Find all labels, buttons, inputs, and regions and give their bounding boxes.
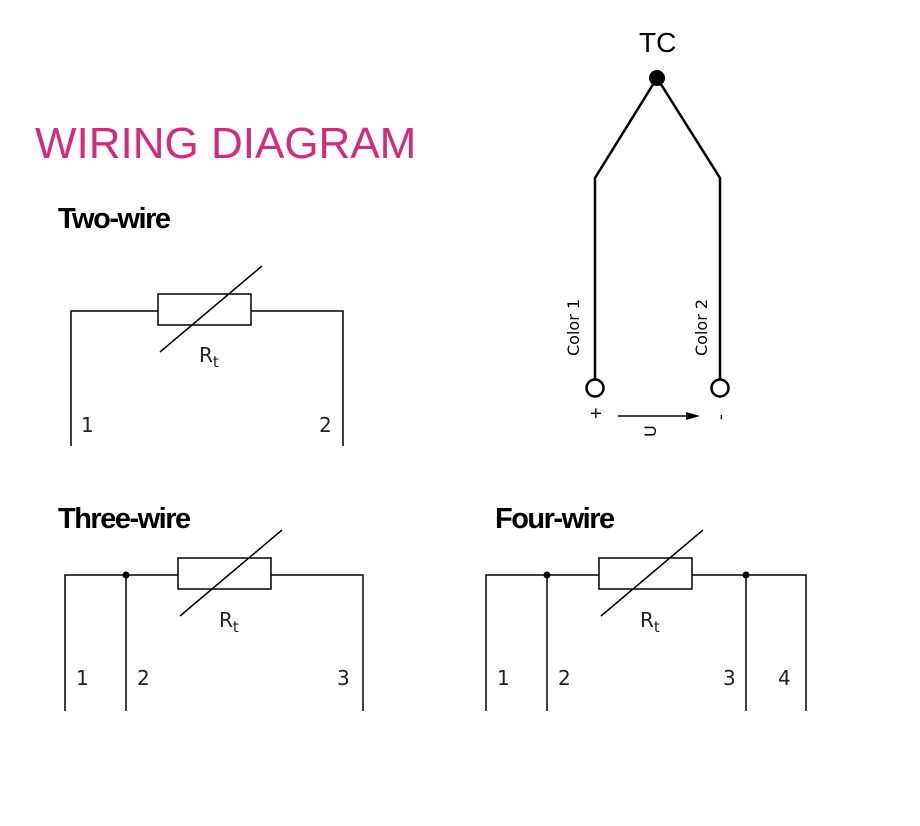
- two-wire-diagram: Two-wire Rt 1 2: [58, 203, 344, 446]
- wire: [251, 310, 344, 446]
- wire-color-2-label: Color 2: [692, 299, 711, 356]
- variable-arrow: [159, 265, 263, 353]
- terminal-label: 1: [81, 413, 94, 437]
- wire: [271, 574, 364, 711]
- junction-dot: [543, 571, 551, 579]
- terminal-minus: [710, 378, 730, 398]
- resistor-label: Rt: [219, 608, 239, 636]
- resistor-label: Rt: [640, 608, 660, 636]
- variable-arrow: [179, 529, 283, 617]
- minus-sign: -: [711, 414, 730, 420]
- terminal-label: 2: [137, 666, 150, 690]
- resistor: [157, 293, 252, 326]
- tc-label: TC: [639, 27, 676, 58]
- wire: [692, 574, 807, 711]
- resistor-label: Rt: [199, 343, 219, 371]
- terminal-label: 3: [723, 666, 736, 690]
- two-wire-heading: Two-wire: [58, 203, 171, 235]
- terminal-label: 1: [76, 666, 89, 690]
- three-wire-diagram: Three-wire Rt 1 2 3: [58, 503, 364, 711]
- page-title: WIRING DIAGRAM: [35, 119, 416, 168]
- terminal-label: 2: [319, 413, 332, 437]
- plus-sign: +: [586, 407, 605, 420]
- three-wire-heading: Three-wire: [58, 503, 191, 535]
- junction-dot: [122, 571, 130, 579]
- variable-arrow: [600, 529, 704, 617]
- resistor: [177, 557, 272, 590]
- terminal-label: 4: [778, 666, 791, 690]
- wire: [70, 310, 158, 446]
- terminal-label: 1: [497, 666, 510, 690]
- voltage-label: U: [641, 425, 660, 437]
- resistor: [598, 557, 693, 590]
- terminal-label: 2: [558, 666, 571, 690]
- thermocouple-diagram: TC Color 1 Color 2 + - U: [564, 27, 730, 437]
- terminal-label: 3: [337, 666, 350, 690]
- arrow-head-icon: [686, 412, 700, 420]
- wire: [64, 574, 178, 711]
- junction-dot: [742, 571, 750, 579]
- wire-color-1-label: Color 1: [564, 299, 583, 356]
- junction-dot: [649, 70, 665, 86]
- wire: [485, 574, 599, 711]
- four-wire-diagram: Four-wire Rt 1 2 3 4: [485, 503, 807, 711]
- four-wire-heading: Four-wire: [495, 503, 615, 535]
- terminal-plus: [585, 378, 605, 398]
